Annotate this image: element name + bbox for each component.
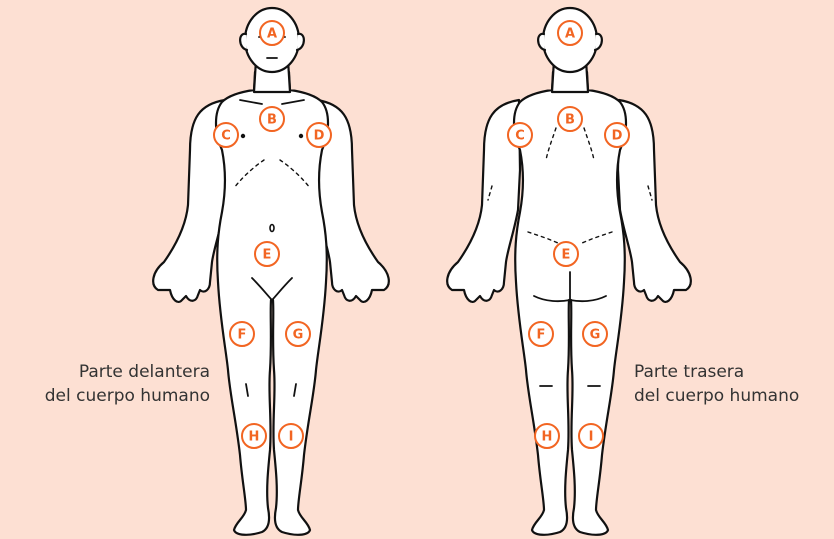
front-marker-label: H [249,430,260,445]
back-marker-label: F [537,328,546,343]
back-marker-i: I [579,424,603,448]
back-marker-f: F [529,322,553,346]
front-marker-label: D [314,129,325,144]
front-caption-line2: del cuerpo humano [45,384,210,408]
back-caption: Parte trasera del cuerpo humano [634,360,799,408]
front-marker-a: A [260,21,284,45]
back-body-figure [447,8,691,535]
back-marker-label: I [589,430,594,445]
front-marker-c: C [214,123,238,147]
front-marker-label: I [289,430,294,445]
front-marker-label: F [238,328,247,343]
back-marker-b: B [558,107,582,131]
front-marker-g: G [286,322,310,346]
front-caption-line1: Parte delantera [45,360,210,384]
front-marker-label: G [293,328,304,343]
back-marker-label: G [590,328,601,343]
front-caption: Parte delantera del cuerpo humano [45,360,210,408]
front-marker-h: H [242,424,266,448]
back-marker-g: G [583,322,607,346]
front-marker-label: C [221,129,231,144]
front-right-ear [297,34,304,50]
front-left-ear [240,34,247,50]
back-marker-e: E [554,242,578,266]
front-marker-e: E [255,242,279,266]
front-marker-label: B [267,113,277,128]
front-right-nipple [299,134,303,138]
back-right-ear [595,34,602,50]
back-caption-line1: Parte trasera [634,360,799,384]
back-marker-label: D [612,129,623,144]
back-marker-label: A [565,27,575,42]
back-marker-label: E [562,248,571,263]
back-marker-d: D [605,123,629,147]
front-marker-f: F [230,322,254,346]
back-left-ear [538,34,545,50]
back-marker-label: H [542,430,553,445]
front-marker-b: B [260,107,284,131]
front-left-nipple [241,134,245,138]
back-marker-c: C [508,123,532,147]
back-marker-h: H [535,424,559,448]
front-marker-i: I [279,424,303,448]
front-body-figure [153,8,389,535]
back-marker-a: A [558,21,582,45]
back-marker-label: C [515,129,525,144]
back-marker-label: B [565,113,575,128]
back-caption-line2: del cuerpo humano [634,384,799,408]
front-marker-d: D [307,123,331,147]
front-marker-label: A [267,27,277,42]
front-marker-label: E [263,248,272,263]
